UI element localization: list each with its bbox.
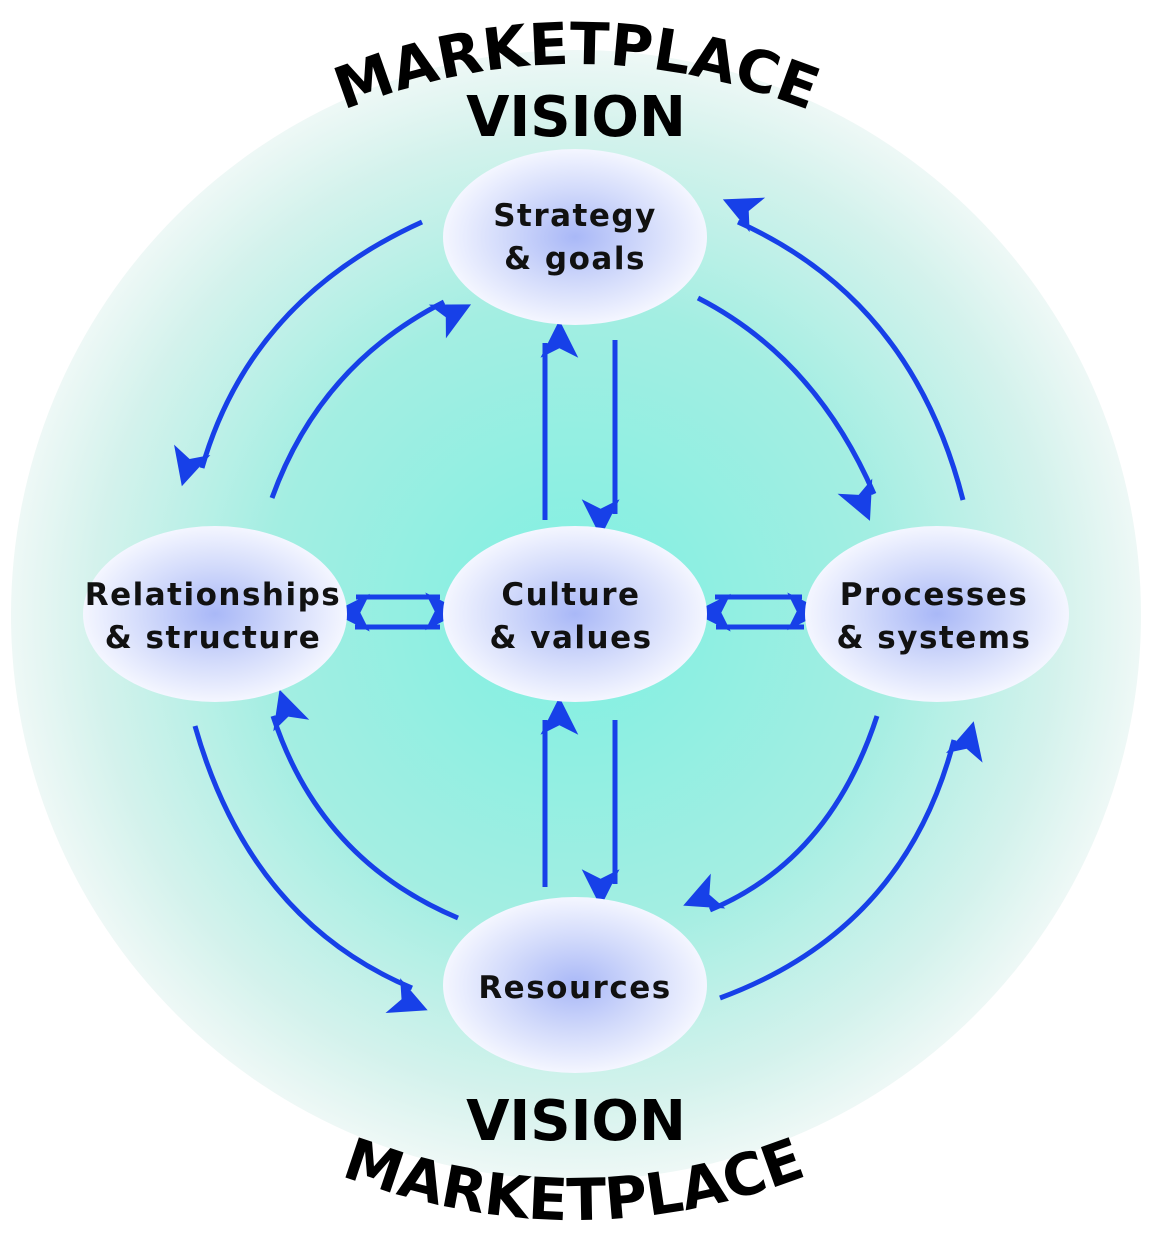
node-culture-line2: & values [489,620,652,656]
arrow-processes-to-resources [683,715,880,913]
arrows-inner [331,319,826,908]
node-processes-line2: & systems [836,620,1031,656]
node-strategy: Strategy & goals [443,149,707,325]
node-resources-line1: Resources [478,970,671,1006]
node-relationships-line1: Relationships [85,577,342,613]
vision-label-bottom: VISION [466,1089,686,1154]
node-relationships-line2: & structure [105,620,322,656]
node-processes-ellipse [805,526,1069,702]
arrow-processes-to-strategy [722,197,966,501]
node-strategy-line1: Strategy [493,198,657,234]
node-culture-ellipse [443,526,707,702]
arrow-relationships-to-resources [192,725,428,1013]
node-strategy-line2: & goals [504,241,646,277]
node-resources: Resources [443,897,707,1073]
node-resources-ellipse [443,897,707,1073]
node-processes: Processes & systems [805,526,1069,702]
node-strategy-ellipse [443,149,707,325]
arrow-strategy-to-processes [696,295,877,521]
arrows-outer [174,197,983,1013]
node-relationships: Relationships & structure [83,526,347,702]
arrow-resources-to-processes [719,721,983,1001]
vision-label-top: VISION [466,85,686,150]
node-culture: Culture & values [443,526,707,702]
node-relationships-ellipse [83,526,347,702]
arrow-resources-to-relationships [270,689,459,921]
node-culture-line1: Culture [501,577,640,613]
arrow-strategy-to-relationships [174,219,424,487]
arrow-relationships-to-strategy [269,299,472,499]
node-processes-line1: Processes [840,577,1029,613]
